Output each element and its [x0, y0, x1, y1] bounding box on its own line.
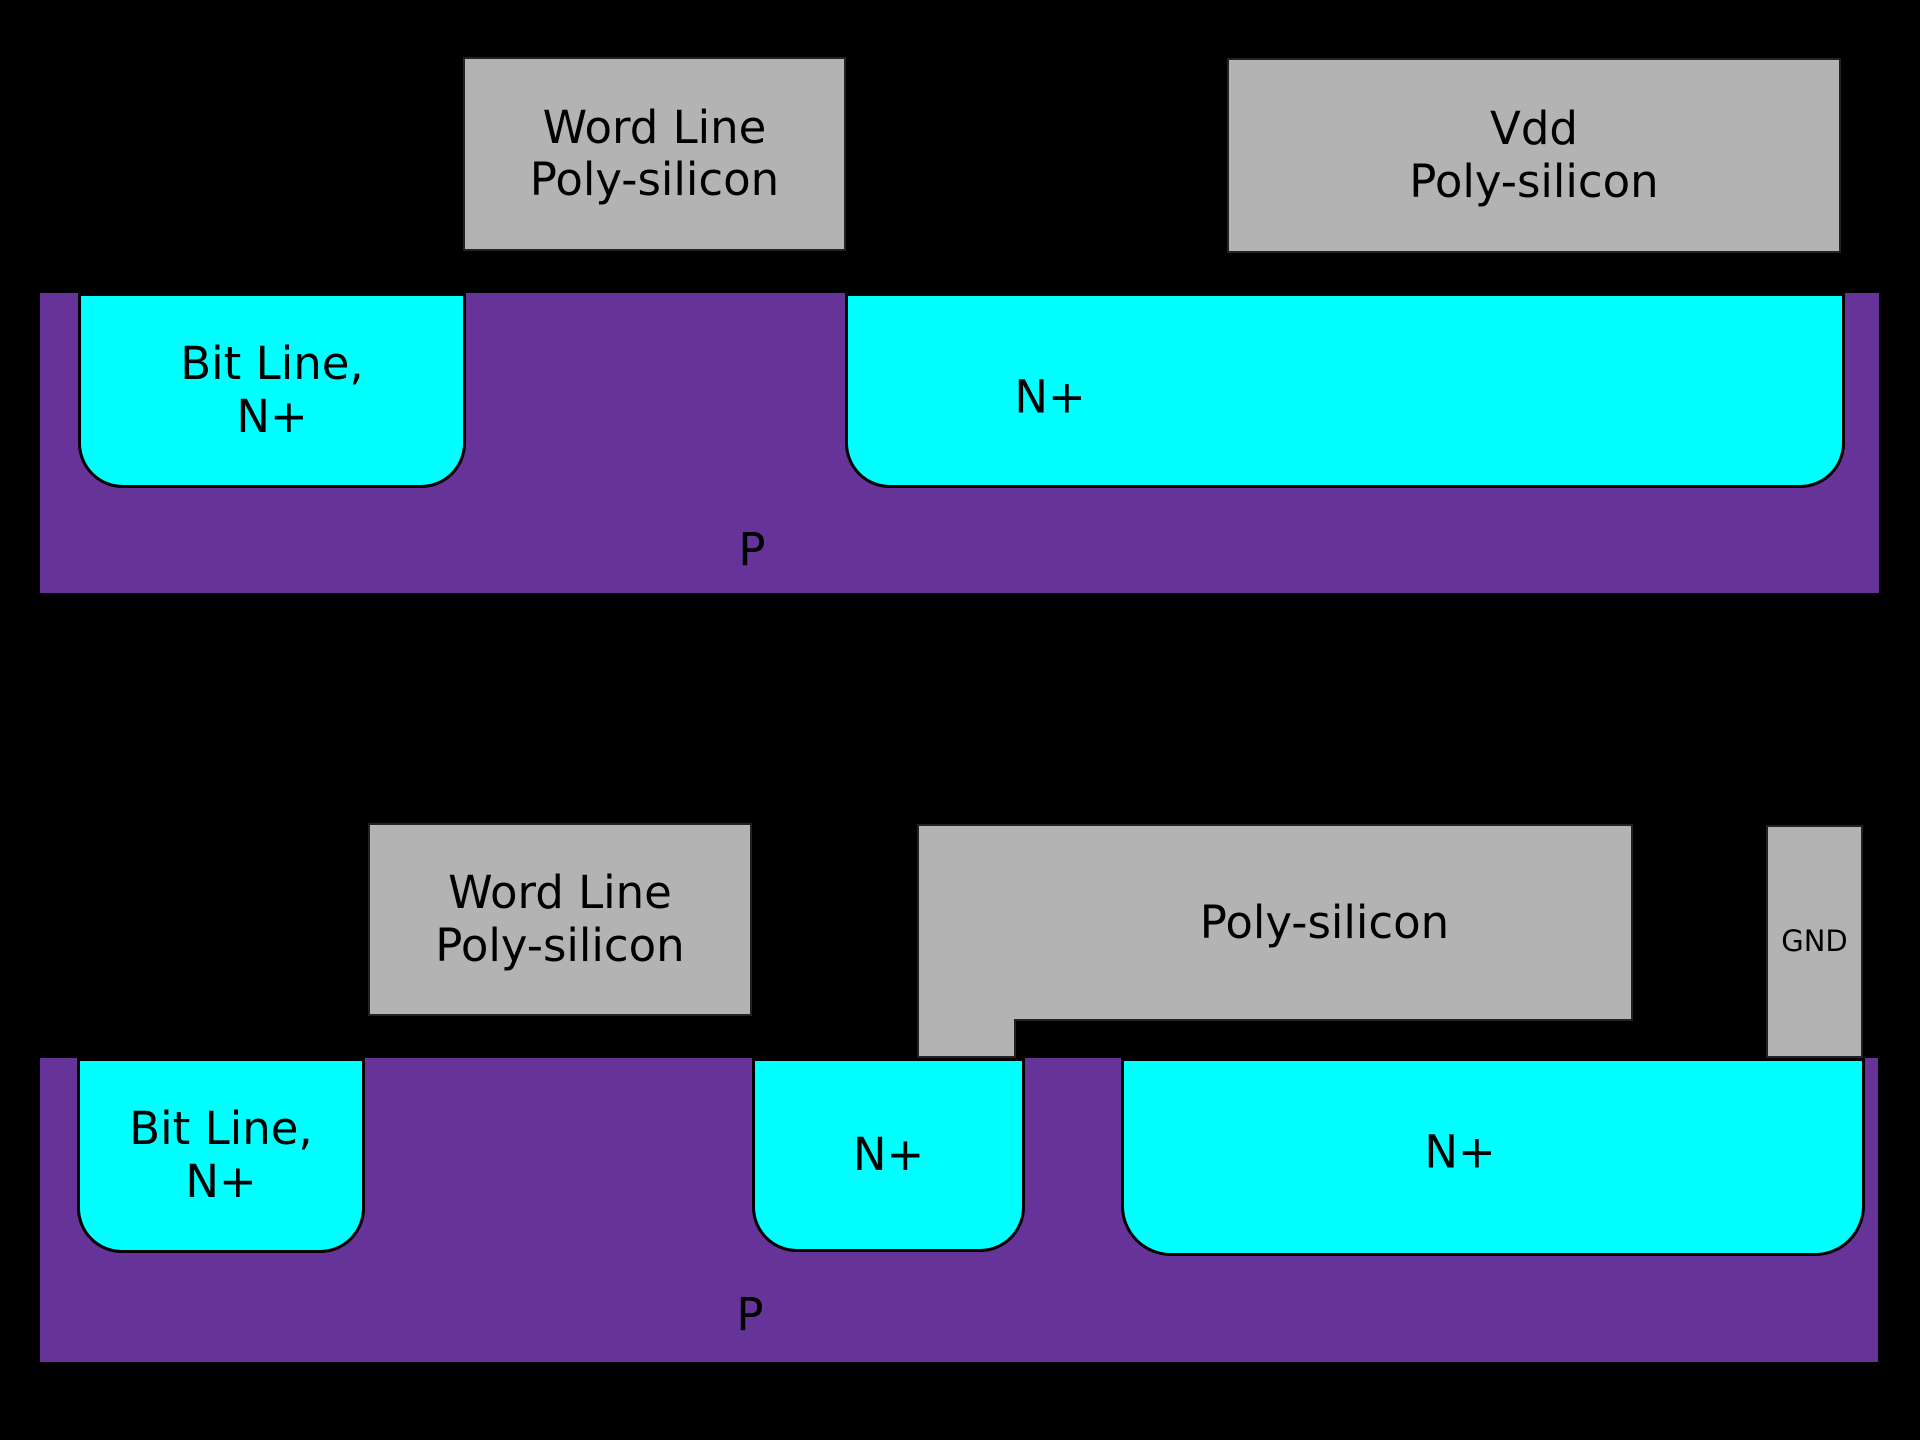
- top-nplus-label: N+: [1014, 370, 1086, 424]
- top-vdd-label-line1: Vdd: [1490, 102, 1578, 156]
- bottom-wordline-label-line1: Word Line: [448, 866, 672, 920]
- gnd-label: GND: [1781, 924, 1848, 958]
- bottom-nplus-large-label: N+: [1424, 1125, 1496, 1179]
- top-bitline-nplus-well: Bit Line, N+: [78, 293, 466, 488]
- bottom-nplus-small-label: N+: [852, 1127, 925, 1181]
- bottom-wordline-label-line2: Poly-silicon: [435, 918, 685, 972]
- top-bitline-label-line1: Bit Line,: [180, 337, 364, 391]
- bottom-substrate-label: P: [736, 1288, 764, 1342]
- bottom-nplus-large-well: [1121, 1058, 1865, 1256]
- bottom-poly-box: [917, 824, 1633, 1021]
- gnd-contact-box: GND: [1766, 825, 1863, 1058]
- bottom-wordline-poly-box: Word Line Poly-silicon: [368, 823, 752, 1016]
- bottom-bitline-label-line2: N+: [185, 1154, 257, 1208]
- top-wordline-label-line2: Poly-silicon: [529, 153, 780, 206]
- top-bitline-label-line2: N+: [236, 389, 308, 443]
- bottom-poly-contact-leg: [917, 1019, 1016, 1058]
- top-substrate-label: P: [738, 523, 766, 577]
- bottom-bitline-label-line1: Bit Line,: [129, 1102, 313, 1156]
- bottom-nplus-small-well: N+: [752, 1058, 1025, 1252]
- bottom-bitline-nplus-well: Bit Line, N+: [77, 1058, 365, 1253]
- top-vdd-poly-box: Vdd Poly-silicon: [1227, 58, 1841, 253]
- top-vdd-label-line2: Poly-silicon: [1409, 154, 1659, 208]
- bottom-poly-label: Poly-silicon: [1199, 896, 1450, 949]
- top-wordline-label-line1: Word Line: [542, 100, 767, 154]
- bottom-poly-label-zone: Poly-silicon: [1016, 824, 1633, 1021]
- top-wordline-poly-box: Word Line Poly-silicon: [463, 57, 846, 251]
- top-nplus-well: [845, 293, 1845, 488]
